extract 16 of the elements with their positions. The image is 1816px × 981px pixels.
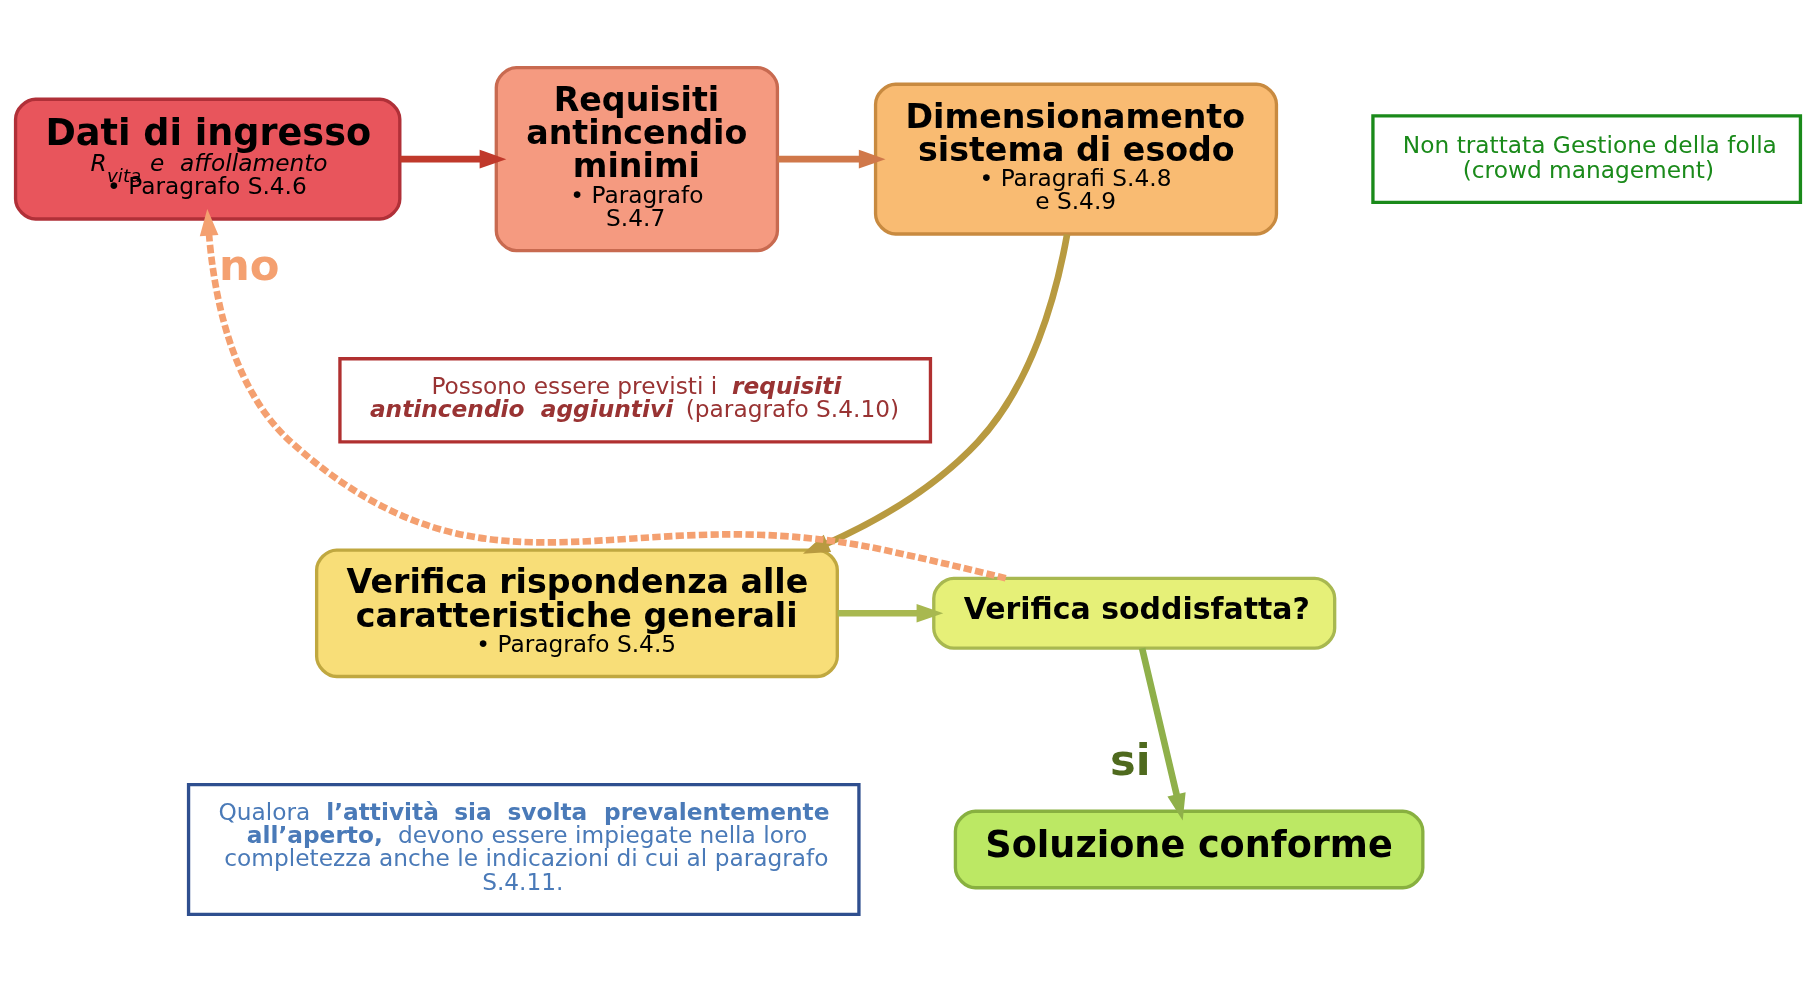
node-box: Verifica rispondenza alle caratteristiche generali • Paragrafo S.4.5 (315, 547, 839, 678)
node-box: Possono essere previsti i requisiti antincendio aggiuntivi (paragrafo S.4.10) (338, 356, 933, 444)
node-box: Dimensionamento sistema di esodo • Paragrafi S.4.8 e S.4.9 (873, 82, 1279, 236)
node-box: Requisiti antincendio minimi • Paragrafo S.4.7 (494, 65, 780, 252)
edge-label: no (218, 239, 280, 290)
arrow (837, 603, 944, 623)
edge-label: si (1109, 734, 1151, 785)
arrow (199, 208, 1007, 582)
arrow (777, 149, 886, 168)
arrow (1138, 647, 1186, 820)
arrow (802, 233, 1071, 554)
node-box: Soluzione conforme (953, 809, 1425, 889)
node-box: Verifica soddisfatta? (932, 576, 1337, 650)
node-box: Qualora l’attività sia svolta prevalentemente all’aperto, devono essere impiegate nella loro completezza anche le indicazioni di cui al paragrafo S.4.11. (186, 782, 861, 916)
arrow (400, 149, 507, 168)
node-box: Non trattata Gestione della folla (crowd management) (1371, 113, 1803, 204)
